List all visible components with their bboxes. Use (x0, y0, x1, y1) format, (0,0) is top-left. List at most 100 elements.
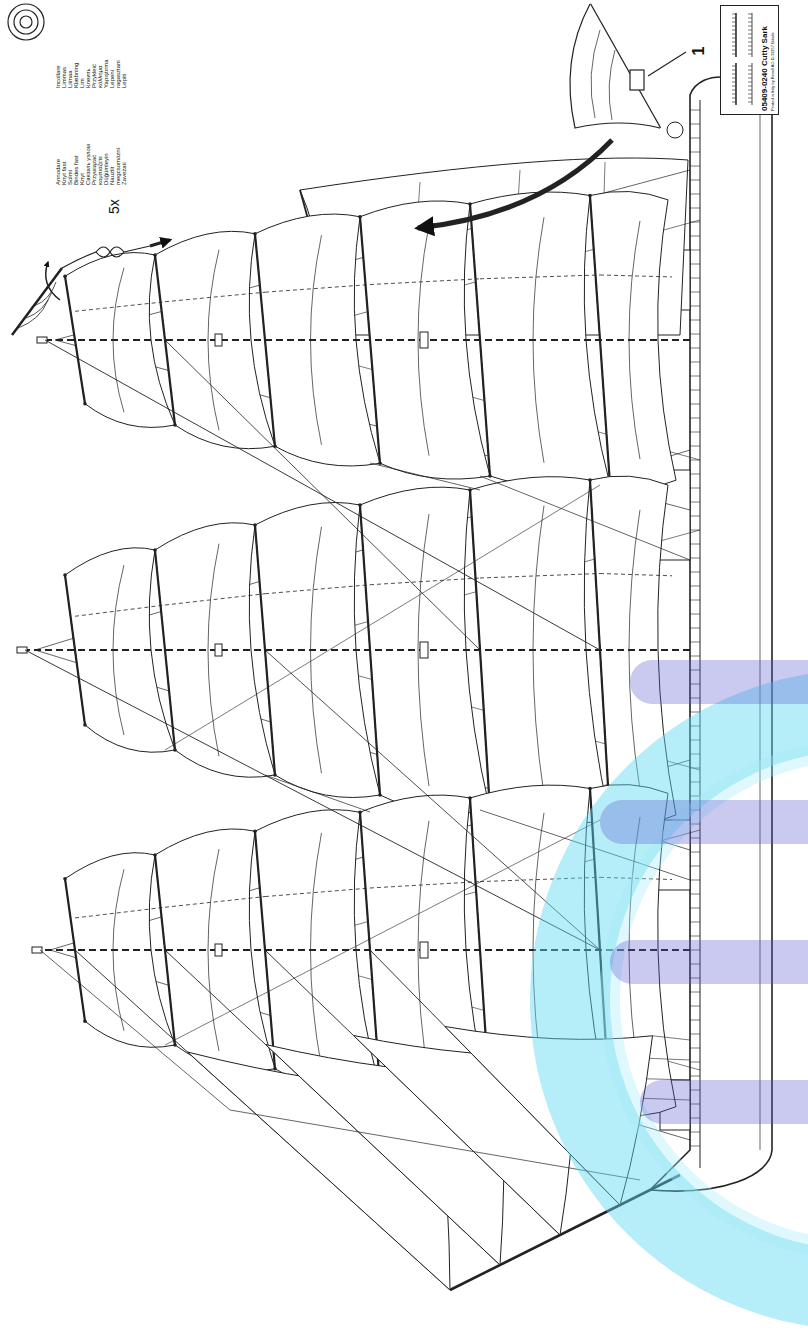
yard-end (488, 474, 492, 478)
rope-tick (732, 94, 736, 95)
mast-top (215, 334, 222, 346)
rigging-line (40, 950, 230, 1110)
rigging-line (165, 292, 265, 302)
rigging-line (690, 194, 700, 195)
callout-holder: 1 (690, 44, 707, 58)
rigging-line (690, 152, 700, 153)
rope-tick (748, 90, 752, 91)
yard-end (173, 1043, 177, 1047)
yard-end (83, 402, 87, 406)
rope-tick (748, 102, 752, 103)
rigging-line (690, 208, 700, 209)
rope-tick (732, 66, 736, 67)
tie-instruction: κομπιάζετε (97, 93, 103, 185)
rigging-line (690, 306, 700, 307)
rope-tick (732, 54, 736, 55)
rope-tick (748, 66, 752, 67)
rigging-line (690, 264, 700, 265)
rigging-line (690, 376, 700, 377)
rigging-line (653, 1036, 691, 1040)
sail-seam (418, 514, 429, 786)
rope-tick (748, 42, 752, 43)
rigging-line (690, 1146, 700, 1147)
rope-tick (748, 34, 752, 35)
rigging-line (265, 775, 370, 812)
glue-instruction: Limmas (61, 2, 67, 88)
yard (470, 204, 490, 476)
yard-end (153, 853, 157, 857)
blue-overlay (570, 660, 808, 1290)
glue-instruction: Lepení (109, 2, 115, 88)
rigging-line (690, 936, 700, 937)
yard-end (378, 793, 382, 797)
part-number-box: 05409-0240 Cutty SarkPrinted in Italy by… (720, 5, 779, 115)
rigging-line (690, 278, 700, 279)
rope-sample (735, 63, 737, 105)
rigging-line (690, 614, 700, 615)
word-column: AnnodareKnyt fastSolmiBindes fastKnytСвя… (55, 93, 127, 185)
coil-symbol (8, 4, 44, 40)
tie-instruction: Düğümleyin (103, 93, 109, 185)
tie-instruction: megcsomózni (115, 93, 121, 185)
tie-instruction: Knyt fast (61, 93, 67, 185)
rigging-line (690, 852, 700, 853)
rigging-line (690, 600, 700, 601)
yard (255, 234, 275, 447)
rigging-line (690, 866, 700, 867)
rigging-line (690, 1020, 700, 1021)
glue-instruction: ragasztani (115, 2, 121, 88)
blue-ring (570, 710, 808, 1290)
rope-tick (748, 82, 752, 83)
rigging-line (690, 1048, 700, 1049)
rigging-line (760, 110, 761, 1150)
rigging-line (75, 907, 165, 918)
yard (65, 575, 85, 725)
rigging-line (690, 586, 700, 587)
tie-instruction: Связать узлом (85, 93, 91, 185)
yard-end (358, 810, 362, 814)
square-sail (255, 503, 380, 798)
knot-inset (12, 240, 170, 335)
rigging-line (690, 894, 700, 895)
rope-tick (732, 74, 736, 75)
glue-instruction: Yapıştırma (103, 2, 109, 88)
yard-end (173, 748, 177, 752)
rigging-line (690, 474, 700, 475)
rigging-line (690, 544, 700, 545)
rigging-line (700, 100, 701, 1168)
rigging-line (690, 348, 700, 349)
quantity-label: 5x (106, 184, 122, 214)
rope-tick (748, 18, 752, 19)
rigging-line (165, 594, 265, 605)
purple-bar (600, 800, 808, 844)
yard-end (378, 461, 382, 465)
rope-tick (748, 94, 752, 95)
rope-tick (732, 14, 736, 15)
rigging-line (690, 292, 700, 293)
rope-tick (748, 54, 752, 55)
purple-bar (630, 660, 808, 704)
rigging-line (370, 882, 480, 888)
mast-top (215, 944, 222, 956)
square-sail (255, 214, 380, 466)
rigging-line (690, 642, 700, 643)
yard-end (253, 232, 257, 236)
yard-end (468, 202, 472, 206)
rigging-line (690, 656, 700, 657)
rigging-line (690, 908, 700, 909)
rope-tick (748, 74, 752, 75)
rigging-line (690, 502, 700, 503)
glue-instruction: Lepiti (121, 2, 127, 88)
yard-end (63, 274, 67, 278)
tie-instruction: Nauzlit (109, 93, 115, 185)
rope-tick (732, 98, 736, 99)
tie-instruction: Knyt (79, 93, 85, 185)
rigging-line (690, 992, 700, 993)
rope-tick (732, 26, 736, 27)
yard-end (83, 1019, 87, 1023)
rigging-line (690, 166, 700, 167)
rigging-line (690, 1132, 700, 1133)
tie-instruction: Przywiązać (91, 93, 97, 185)
yard-end (588, 194, 592, 198)
rigging-line (690, 572, 700, 573)
